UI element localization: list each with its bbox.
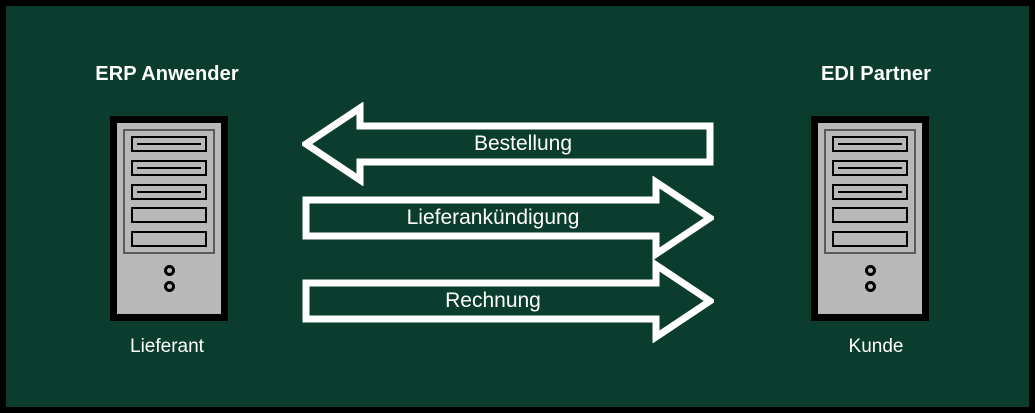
- arrow-left-icon: [302, 102, 714, 186]
- tower-bay: [832, 231, 908, 247]
- left-column-footer: Lieferant: [130, 336, 204, 357]
- tower-bay: [131, 136, 207, 152]
- tower-bay-panel-right: [824, 129, 916, 254]
- tower-bay: [832, 207, 908, 224]
- right-column-title: EDI Partner: [820, 63, 932, 85]
- tower-bay: [131, 231, 207, 247]
- tower-bay-panel-left: [123, 129, 215, 254]
- flow-arrow-rechnung: Rechnung: [302, 259, 714, 343]
- tower-bay: [832, 183, 908, 200]
- indicator-dot-icon: [163, 281, 175, 292]
- right-column-footer: Kunde: [848, 336, 904, 357]
- tower-bay: [832, 136, 908, 152]
- tower-indicator-lights-right: [818, 265, 922, 292]
- flow-arrow-bestellung: Bestellung: [302, 102, 714, 186]
- server-tower-icon-left: [110, 116, 228, 321]
- left-column-title: ERP Anwender: [95, 63, 239, 85]
- tower-indicator-lights-left: [117, 265, 221, 292]
- server-tower-icon-right: [811, 116, 929, 321]
- flow-arrow-lieferankuendigung: Lieferankündigung: [302, 176, 714, 260]
- tower-bay: [131, 159, 207, 176]
- indicator-dot-icon: [864, 281, 876, 292]
- indicator-dot-icon: [864, 265, 876, 276]
- tower-bay: [131, 183, 207, 200]
- indicator-dot-icon: [163, 265, 175, 276]
- tower-bay: [131, 207, 207, 224]
- arrow-right-icon: [302, 176, 714, 260]
- arrow-right-icon: [302, 259, 714, 343]
- tower-bay: [832, 159, 908, 176]
